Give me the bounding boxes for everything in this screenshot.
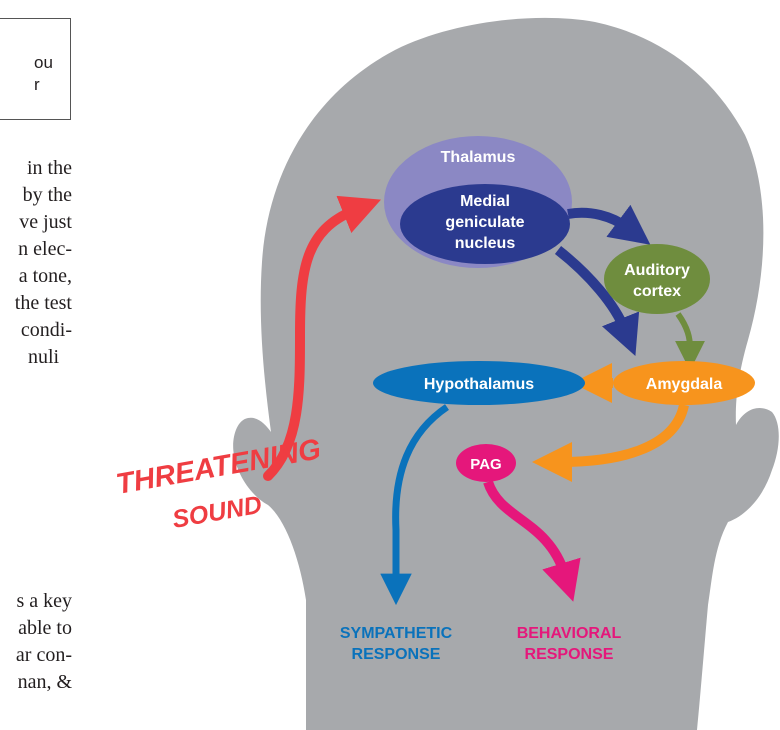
sympathetic-label-line: RESPONSE [352, 646, 441, 663]
note-box-line: r [34, 75, 40, 94]
text-line: nan, & [17, 671, 72, 693]
amygdala-label: Amygdala [646, 376, 723, 393]
text-line: ar con- [15, 644, 72, 666]
pag-node [456, 444, 516, 482]
body-text-column: in the by the ve just n elec- a tone, th… [2, 155, 72, 371]
text-line: the test [14, 292, 72, 314]
text-line: s a key [16, 590, 72, 612]
body-text-column-2: s a key able to ar con- nan, & [2, 588, 72, 696]
mgn-label-line: geniculate [445, 214, 524, 231]
hypothalamus-to-sympathetic-arrow [380, 404, 449, 606]
note-box: ou r [0, 18, 71, 120]
auditory-label-line: cortex [633, 283, 681, 300]
amygdala-node [613, 361, 755, 405]
mgn-label-line: Medial [460, 193, 510, 210]
mgn-label-line: nucleus [455, 235, 516, 252]
amygdala-to-pag-arrow [532, 403, 689, 482]
auditory-to-amygdala-arrow [674, 312, 705, 371]
text-line: ve just [19, 211, 72, 233]
auditory-label-line: Auditory [624, 262, 690, 279]
sound-pathway-arrow [263, 195, 381, 481]
text-line: n elec- [18, 238, 72, 260]
text-line: in the [27, 157, 72, 179]
auditory-cortex-node [604, 244, 710, 314]
note-box-line: ou [34, 53, 53, 72]
text-line: a tone, [18, 265, 72, 287]
medial-geniculate-node [400, 184, 570, 264]
text-line: by the [22, 184, 72, 206]
text-line: condi- [20, 319, 72, 341]
sound-label: SOUND [170, 491, 264, 534]
mgn-to-amygdala-arrow [554, 246, 640, 356]
text-line: nuli [28, 346, 60, 368]
pag-label: PAG [470, 456, 501, 473]
mgn-to-auditory-arrow [567, 204, 651, 245]
behavioral-label-line: RESPONSE [525, 646, 614, 663]
sympathetic-label-line: SYMPATHETIC [340, 625, 453, 642]
hypothalamus-label: Hypothalamus [424, 376, 534, 393]
pag-to-behavioral-arrow [483, 480, 581, 602]
hypothalamus-node [373, 361, 585, 405]
thalamus-label: Thalamus [441, 149, 516, 166]
text-line: able to [18, 617, 72, 639]
behavioral-label-line: BEHAVIORAL [517, 625, 622, 642]
